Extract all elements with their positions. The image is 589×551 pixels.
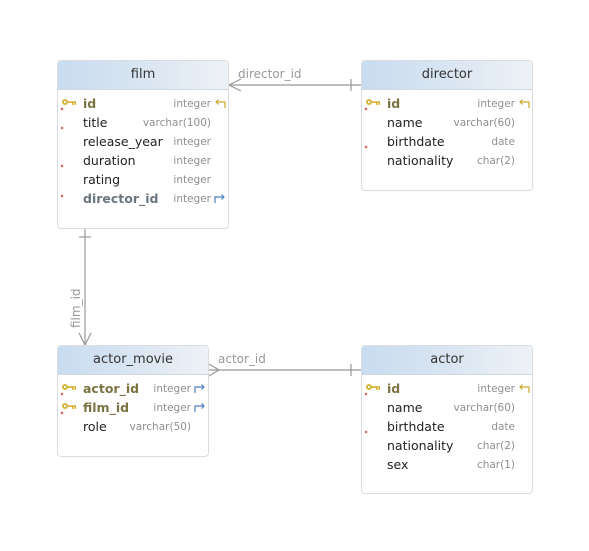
not-null-icon — [60, 116, 78, 130]
not-null-icon — [364, 135, 382, 149]
column-name: release_year — [83, 134, 163, 149]
not-null-icon — [60, 154, 78, 168]
column-type: char(2) — [476, 440, 515, 452]
table-title: director — [362, 61, 532, 90]
column-type: varchar(60) — [453, 117, 515, 129]
fk-reference-icon — [213, 191, 227, 205]
key-icon — [60, 97, 78, 111]
column-type: date — [491, 136, 515, 148]
table-title: film — [58, 61, 228, 90]
column-type: integer — [153, 383, 191, 395]
table-actor-movie[interactable]: actor_movie actor_id integer film_id int… — [57, 345, 209, 457]
column-type: integer — [173, 174, 211, 186]
column-type: char(2) — [476, 155, 515, 167]
column-row[interactable]: title varchar(100) — [58, 114, 228, 133]
column-type: varchar(100) — [142, 117, 211, 129]
column-row[interactable]: director_id integer — [58, 190, 228, 209]
column-type: integer — [477, 383, 515, 395]
key-icon — [364, 382, 382, 396]
column-row[interactable]: name varchar(60) — [362, 114, 532, 133]
column-name: id — [387, 381, 401, 396]
column-row[interactable]: film_id integer — [58, 399, 208, 418]
column-name: nationality — [387, 438, 454, 453]
column-row[interactable]: name varchar(60) — [362, 399, 532, 418]
column-type: char(1) — [476, 459, 515, 471]
pk-reference-icon — [517, 96, 531, 110]
column-name: title — [83, 115, 108, 130]
column-type: varchar(50) — [129, 421, 191, 433]
table-title: actor — [362, 346, 532, 375]
column-type: date — [491, 421, 515, 433]
column-type: integer — [173, 193, 211, 205]
column-name: actor_id — [83, 381, 140, 396]
column-row[interactable]: role varchar(50) — [58, 418, 208, 437]
fk-reference-icon — [193, 381, 207, 395]
table-actor[interactable]: actor id integer name varchar(60) birthd… — [361, 345, 533, 494]
column-type: integer — [173, 136, 211, 148]
column-name: name — [387, 115, 423, 130]
column-row[interactable]: duration integer — [58, 152, 228, 171]
column-row[interactable]: actor_id integer — [58, 380, 208, 399]
column-name: rating — [83, 172, 121, 187]
connector-label-director-id: director_id — [238, 67, 302, 81]
column-name: birthdate — [387, 134, 445, 149]
crowfoot-film-director — [227, 78, 242, 92]
pk-reference-icon — [213, 96, 227, 110]
column-row[interactable]: birthdate date — [362, 418, 532, 437]
column-name: duration — [83, 153, 136, 168]
key-icon — [60, 401, 78, 415]
not-null-icon — [364, 420, 382, 434]
column-type: integer — [173, 98, 211, 110]
column-row[interactable]: id integer — [362, 95, 532, 114]
column-row[interactable]: id integer — [362, 380, 532, 399]
column-name: name — [387, 400, 423, 415]
column-name: birthdate — [387, 419, 445, 434]
column-name: director_id — [83, 191, 159, 206]
column-row[interactable]: nationality char(2) — [362, 437, 532, 456]
column-type: varchar(60) — [453, 402, 515, 414]
table-title: actor_movie — [58, 346, 208, 375]
table-film[interactable]: film id integer title varchar(100) relea… — [57, 60, 229, 229]
column-row[interactable]: id integer — [58, 95, 228, 114]
column-row[interactable]: birthdate date — [362, 133, 532, 152]
crowfoot-actor-movie-actor — [208, 363, 221, 377]
column-name: film_id — [83, 400, 130, 415]
column-name: id — [83, 96, 97, 111]
column-name: sex — [387, 457, 409, 472]
pk-reference-icon — [517, 381, 531, 395]
table-director[interactable]: director id integer name varchar(60) bir… — [361, 60, 533, 191]
column-name: nationality — [387, 153, 454, 168]
column-name: role — [83, 419, 107, 434]
connector-label-film-id: film_id — [69, 288, 83, 328]
connector-label-actor-id: actor_id — [218, 352, 266, 366]
column-type: integer — [173, 155, 211, 167]
key-icon — [60, 382, 78, 396]
column-type: integer — [153, 402, 191, 414]
column-type: integer — [477, 98, 515, 110]
column-row[interactable]: rating integer — [58, 171, 228, 190]
column-name: id — [387, 96, 401, 111]
column-row[interactable]: nationality char(2) — [362, 152, 532, 171]
key-icon — [364, 97, 382, 111]
not-null-icon — [60, 184, 78, 198]
column-row[interactable]: release_year integer — [58, 133, 228, 152]
fk-reference-icon — [193, 400, 207, 414]
column-row[interactable]: sex char(1) — [362, 456, 532, 475]
